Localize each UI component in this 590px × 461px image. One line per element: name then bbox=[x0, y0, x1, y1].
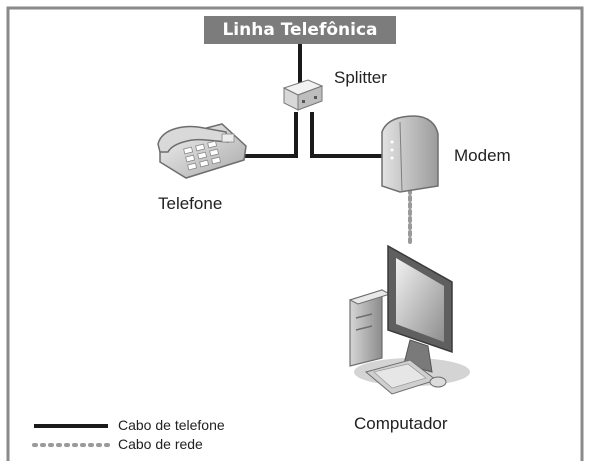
phone-cable-to-telefone bbox=[240, 112, 298, 158]
computador-label: Computador bbox=[354, 414, 448, 433]
modem-icon bbox=[381, 115, 439, 193]
computer-icon bbox=[348, 244, 470, 395]
outer-frame bbox=[6, 6, 584, 461]
telephone-icon bbox=[157, 123, 247, 179]
telefone-label: Telefone bbox=[158, 194, 223, 213]
modem-label: Modem bbox=[454, 146, 511, 165]
splitter-label: Splitter bbox=[334, 68, 387, 87]
phone-cable-to-modem bbox=[310, 112, 384, 158]
diagram-title: Linha Telefônica bbox=[204, 16, 396, 44]
splitter-icon bbox=[282, 79, 324, 111]
legend-phone-cable-label: Cabo de telefone bbox=[118, 417, 225, 433]
legend-network-cable-label: Cabo de rede bbox=[118, 436, 203, 452]
